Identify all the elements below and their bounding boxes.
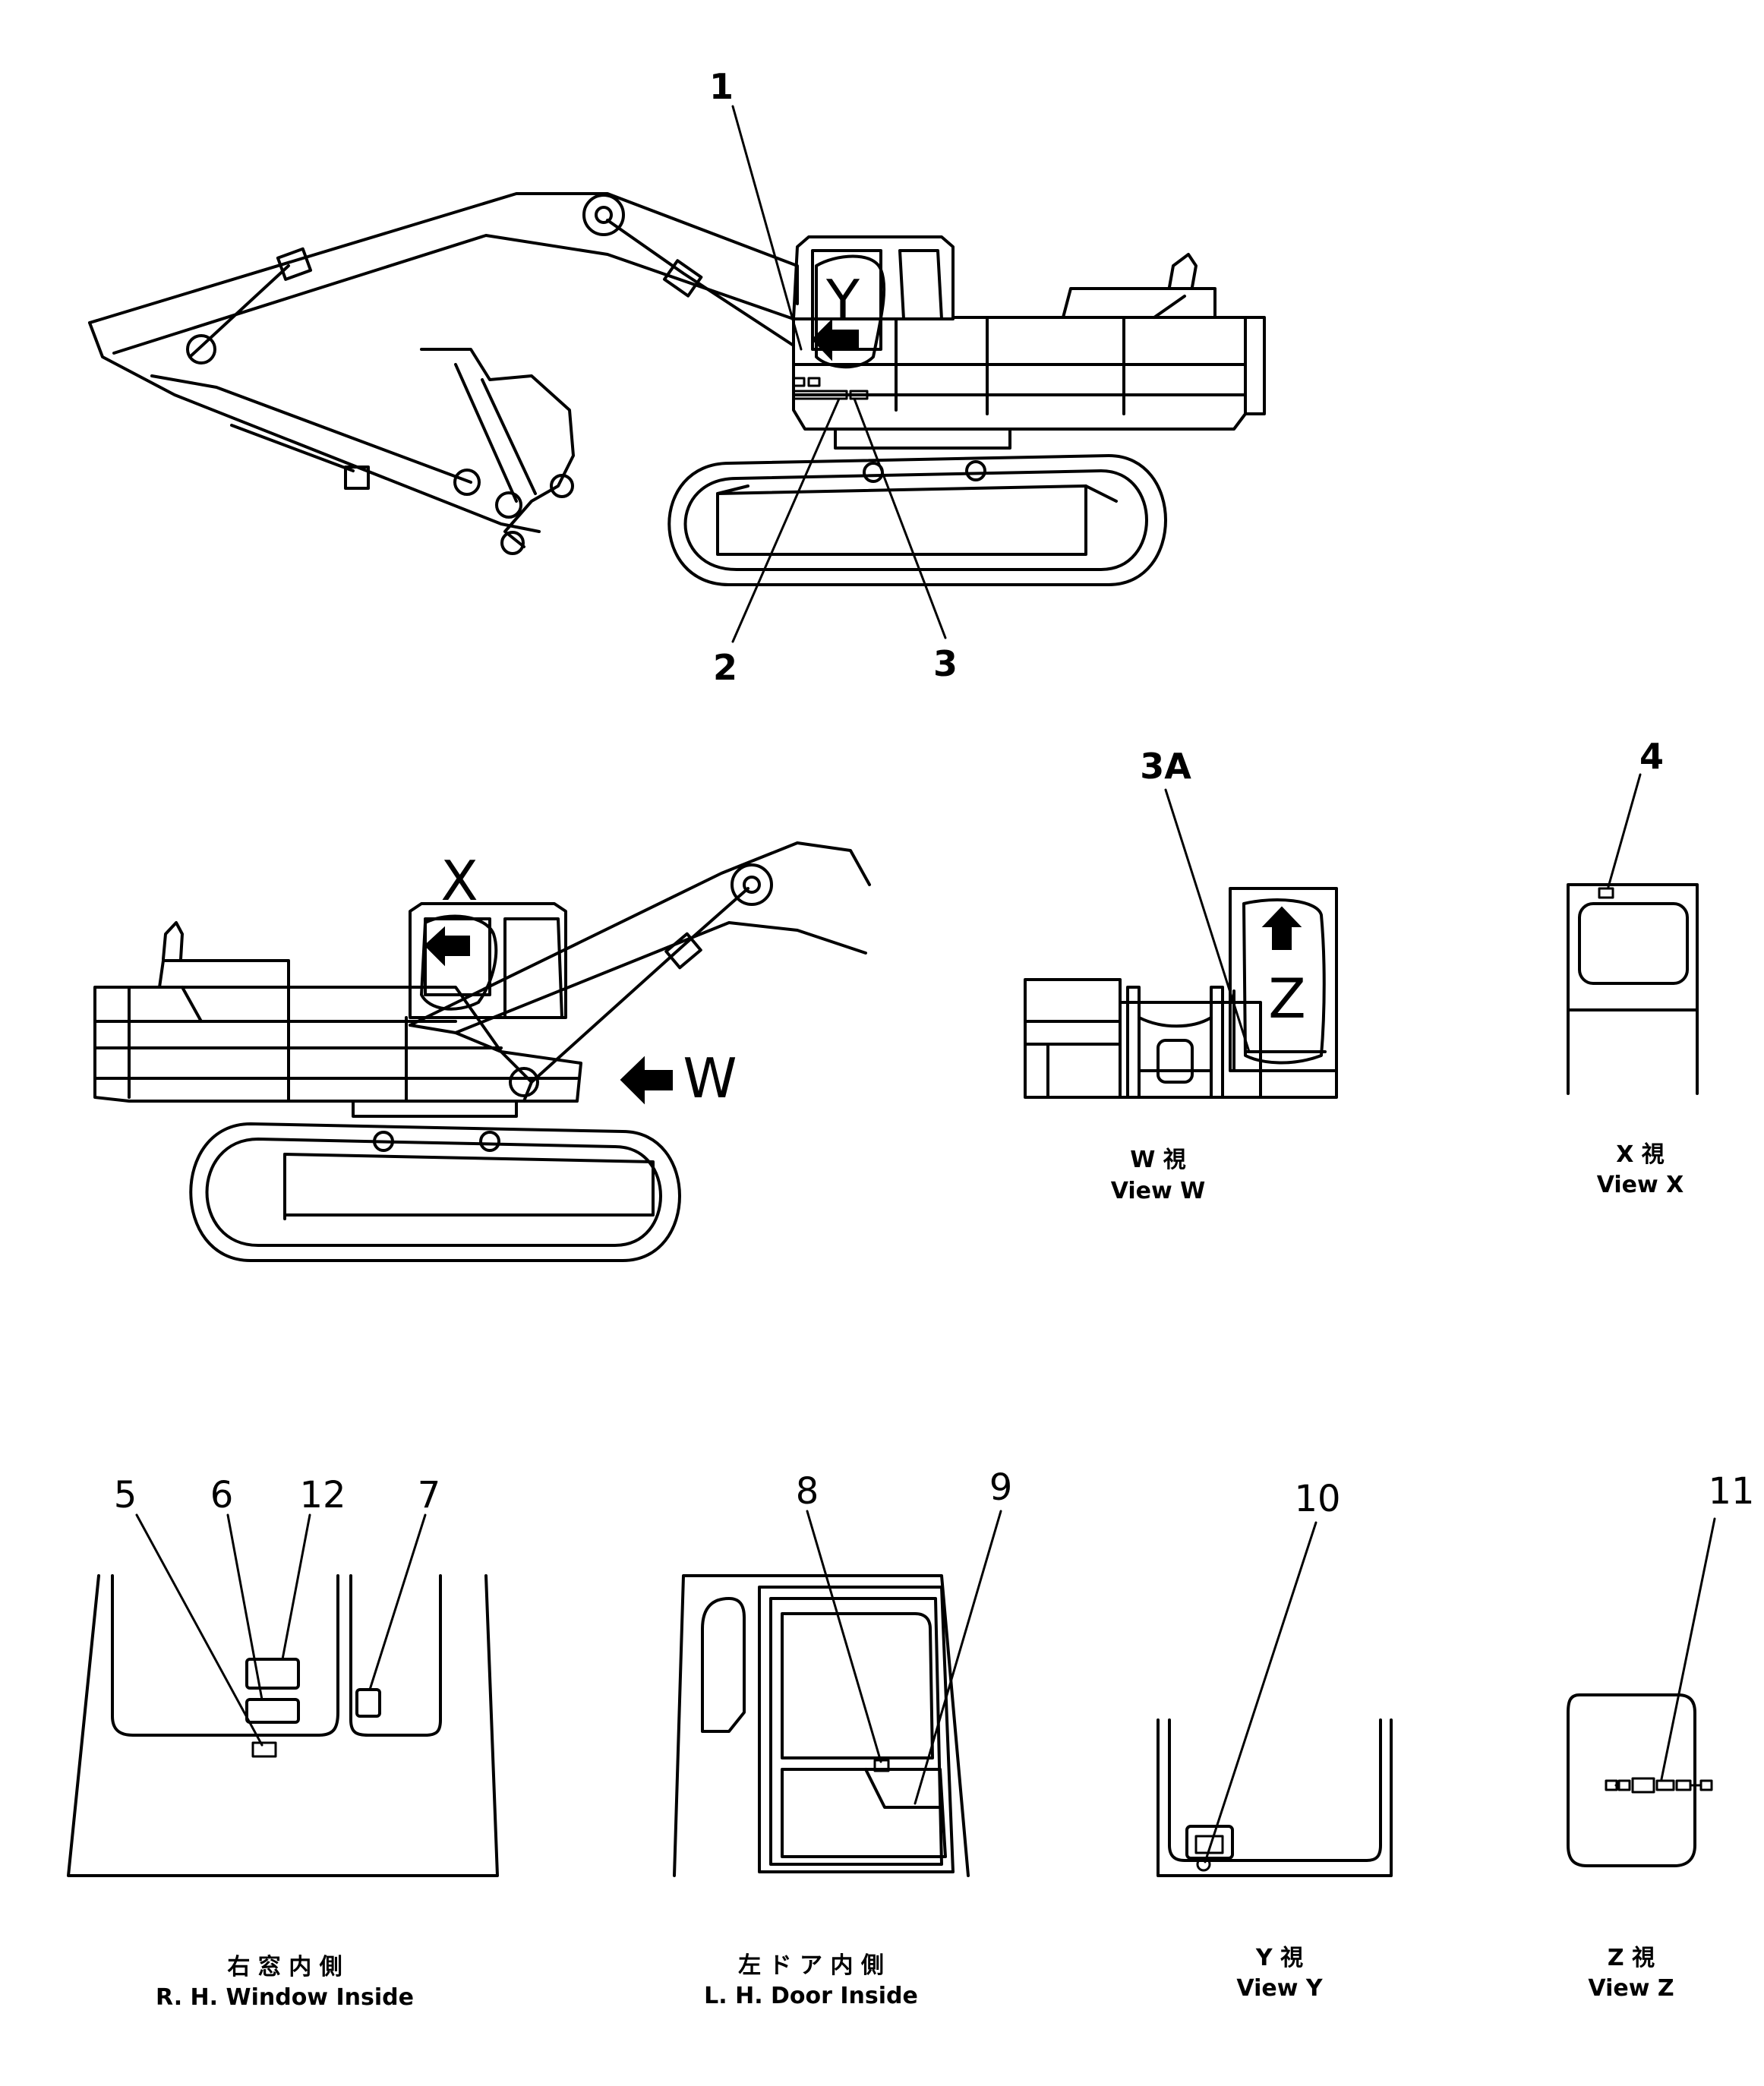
excavator-right-view: X W bbox=[93, 841, 871, 1262]
view-z-caption-en: View Z bbox=[1588, 1975, 1674, 2002]
callout-10: 10 bbox=[1294, 1478, 1340, 1520]
marker-x: X bbox=[440, 849, 478, 913]
callout-12: 12 bbox=[299, 1474, 346, 1516]
rh-window-caption-en: R. H. Window Inside bbox=[156, 1984, 414, 2011]
view-y-caption-jp: Y 視 bbox=[1255, 1945, 1303, 1971]
callout-3a: 3A bbox=[1140, 746, 1191, 787]
view-x-caption-en: View X bbox=[1597, 1172, 1684, 1198]
callout-2: 2 bbox=[713, 647, 737, 688]
marker-z: Z bbox=[1268, 967, 1305, 1030]
marker-w: W bbox=[683, 1046, 737, 1110]
rh-window-caption-jp: 右 窓 内 側 bbox=[227, 1954, 342, 1980]
lh-door-caption-en: L. H. Door Inside bbox=[704, 1983, 918, 2009]
view-w-caption-en: View W bbox=[1111, 1178, 1206, 1204]
view-w: Z 3A W 視 View W bbox=[1024, 746, 1338, 1204]
callout-6: 6 bbox=[210, 1474, 234, 1516]
view-y: 10 Y 視 View Y bbox=[1157, 1478, 1393, 2002]
callout-7: 7 bbox=[418, 1474, 441, 1516]
view-y-caption-en: View Y bbox=[1236, 1975, 1323, 2002]
view-w-caption-jp: W 視 bbox=[1130, 1147, 1186, 1173]
excavator-left-view: Y 1 2 3 bbox=[88, 66, 1266, 688]
view-z-caption-jp: Z 視 bbox=[1608, 1945, 1655, 1971]
callout-11: 11 bbox=[1708, 1470, 1754, 1513]
callout-1: 1 bbox=[709, 66, 734, 107]
lh-door-inside: 8 9 左 ド ア 内 側 L. H. Door Inside bbox=[673, 1466, 1013, 2009]
view-z: 11 Z 視 View Z bbox=[1567, 1470, 1755, 2002]
callout-9: 9 bbox=[989, 1466, 1013, 1509]
marker-y-top: Y bbox=[825, 268, 860, 332]
view-x-caption-jp: X 視 bbox=[1616, 1141, 1665, 1168]
view-x: 4 X 視 View X bbox=[1567, 736, 1699, 1198]
callout-5: 5 bbox=[114, 1474, 137, 1516]
lh-door-caption-jp: 左 ド ア 内 側 bbox=[738, 1952, 884, 1979]
rh-window-inside: 5 6 12 7 右 窓 内 側 R. H. Window Inside bbox=[67, 1474, 499, 2011]
callout-8: 8 bbox=[796, 1470, 819, 1513]
callout-3: 3 bbox=[933, 643, 958, 684]
callout-4: 4 bbox=[1639, 736, 1664, 777]
